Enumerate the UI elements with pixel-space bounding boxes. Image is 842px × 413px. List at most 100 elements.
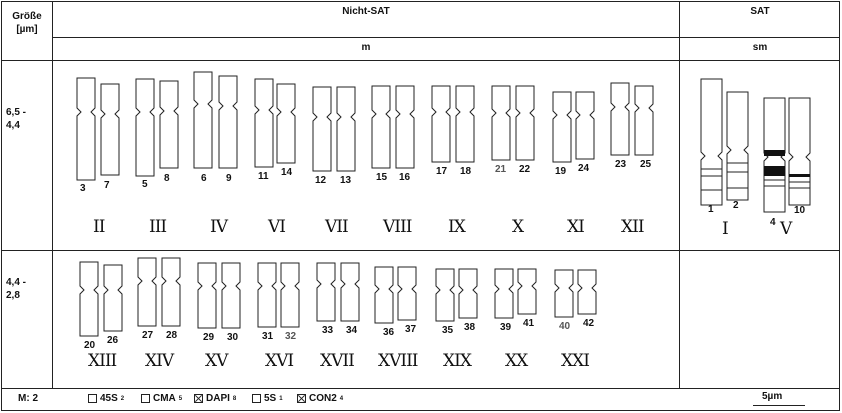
chromosome-number: 27: [142, 330, 153, 341]
chromosome-number: 23: [615, 159, 626, 170]
chromosome-outline: [456, 86, 474, 162]
chromosome-number: 18: [460, 166, 471, 177]
chromosome-outline: [459, 269, 477, 318]
chromosome-number: 15: [376, 172, 387, 183]
chromosome-number: 39: [500, 322, 511, 333]
chromosome-number: 13: [340, 175, 351, 186]
chromosome-outline: [516, 86, 534, 160]
legend-label: 5S: [264, 393, 276, 404]
chromosome-outline: [701, 79, 722, 205]
chromosome-outline: [518, 269, 536, 314]
chromosome-number: 14: [281, 167, 292, 178]
chromosome-number: 24: [578, 163, 589, 174]
chromosome-outline: [337, 87, 355, 171]
pair-label: VI: [268, 217, 285, 237]
pair-label: III: [149, 217, 166, 237]
chromosome-outline: [258, 263, 276, 327]
pair-label: I: [722, 219, 728, 239]
chromosome-number: 6: [201, 173, 207, 184]
row2-size-from: 4,4 -: [6, 276, 26, 289]
row1-size-from: 6,5 -: [6, 106, 26, 119]
chromosome-band: [764, 150, 785, 156]
chromosome-outline: [198, 263, 216, 328]
chromosome-outline: [576, 92, 594, 159]
chromosome-number: 19: [555, 166, 566, 177]
nonsat-group-header: Nicht-SAT: [53, 6, 679, 17]
chromosome-number: 3: [80, 183, 86, 194]
chromosome-number: 40: [559, 321, 570, 332]
chromosome-outline: [281, 263, 299, 327]
crossed-box-icon: [194, 394, 203, 403]
chromosome-outline: [495, 269, 513, 318]
pair-label: IX: [448, 217, 465, 237]
pair-label: XVIII: [378, 351, 418, 371]
legend-note: 5: [179, 396, 182, 402]
chromosome-number: 20: [84, 340, 95, 351]
chromosome-number: 10: [794, 205, 805, 216]
chromosome-number: 34: [346, 325, 357, 336]
chromosome-number: 9: [226, 173, 232, 184]
sat-type-header: sm: [680, 42, 840, 53]
chromosome-outline: [219, 76, 237, 168]
sat-group-header: SAT: [680, 6, 840, 17]
row1-size-range: 6,5 - 4,4: [6, 106, 26, 132]
chromosome-outline: [104, 265, 122, 331]
empty-box-icon: [88, 394, 97, 403]
chromosome-outline: [341, 263, 359, 321]
chromosome-outline: [789, 98, 810, 205]
chromosome-outline: [277, 84, 295, 163]
chromosome-number: 36: [383, 327, 394, 338]
chromosome-number: 16: [399, 172, 410, 183]
chromosome-outline: [317, 263, 335, 321]
chromosome-outline: [138, 258, 156, 326]
pair-label: X: [512, 217, 523, 237]
pair-label: XI: [567, 217, 584, 237]
chromosome-number: 2: [733, 200, 739, 211]
pair-label: XVI: [265, 351, 293, 371]
chromosome-number: 1: [708, 204, 714, 215]
chromosome-band: [789, 174, 810, 177]
chromosome-outline: [136, 79, 154, 176]
legend-label: DAPI: [206, 393, 230, 404]
size-column-header: Größe [µm]: [2, 10, 52, 36]
chromosome-outline: [578, 270, 596, 314]
chromosome-outline: [375, 267, 393, 323]
legend-label: 45S: [100, 393, 118, 404]
legend-note: 4: [340, 396, 343, 402]
chromosome-outline: [553, 92, 571, 162]
chromosome-number: 25: [640, 159, 651, 170]
crossed-box-icon: [297, 394, 306, 403]
pair-label: XIV: [145, 351, 173, 371]
chromosome-outline: [80, 262, 98, 336]
chromosome-number: 4: [770, 217, 776, 228]
scale-bar: [753, 405, 805, 406]
chromosome-outline: [162, 258, 180, 326]
chromosome-number: 38: [464, 322, 475, 333]
chromosome-outline: [313, 87, 331, 171]
pair-label: XV: [205, 351, 227, 371]
chromosome-number: 33: [322, 325, 333, 336]
chromosome-band: [764, 166, 785, 176]
chromosome-number: 31: [262, 331, 273, 342]
scale-bar-label: 5µm: [762, 391, 782, 402]
legend-note: 8: [233, 396, 236, 402]
row2-size-to: 2,8: [6, 289, 26, 302]
chromosome-outline: [555, 270, 573, 317]
chromosome-outline: [396, 86, 414, 168]
empty-box-icon: [141, 394, 150, 403]
legend-note: 2: [121, 396, 124, 402]
chromosome-number: 26: [107, 335, 118, 346]
chromosome-drawings: [77, 72, 810, 336]
chromosome-number: 32: [285, 331, 296, 342]
pair-label: XX: [505, 351, 527, 371]
nonsat-type-header: m: [53, 42, 679, 53]
chromosome-outline: [194, 72, 212, 168]
chromosome-outline: [398, 267, 416, 320]
pair-label: XXI: [561, 351, 589, 371]
chromosome-number: 12: [315, 175, 326, 186]
chromosome-number: 22: [519, 164, 530, 175]
chromosome-number: 41: [523, 318, 534, 329]
